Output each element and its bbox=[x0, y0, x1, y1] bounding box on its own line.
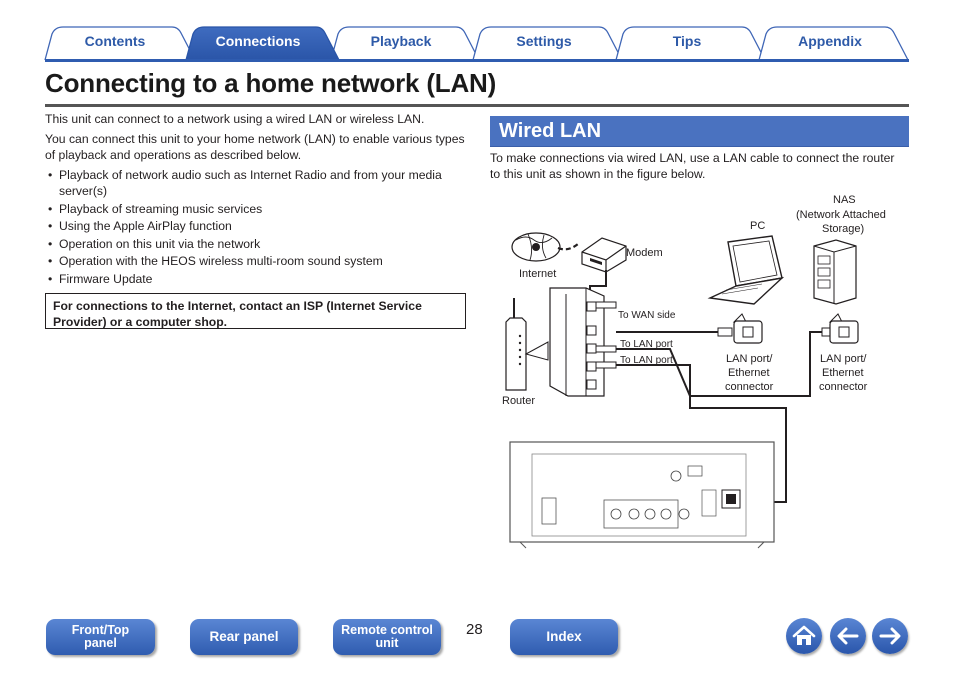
pc-port-label-1: LAN port/ bbox=[726, 353, 773, 365]
front-top-panel-label-line2: panel bbox=[84, 636, 117, 650]
forward-button[interactable] bbox=[872, 618, 908, 654]
nas-icon bbox=[813, 239, 857, 305]
isp-notice-box: For connections to the Internet, contact… bbox=[45, 293, 466, 329]
modem-icon bbox=[581, 237, 627, 273]
list-item: Operation with the HEOS wireless multi-r… bbox=[45, 253, 465, 269]
list-item: Playback of streaming music services bbox=[45, 201, 465, 217]
to-lan-label-1: To LAN port bbox=[620, 339, 673, 350]
nas-port-label-3: connector bbox=[819, 381, 868, 393]
nas-lan-port-icon bbox=[828, 313, 859, 344]
to-wan-label: To WAN side bbox=[618, 310, 676, 321]
tab-appendix-label: Appendix bbox=[798, 33, 862, 49]
index-label: Index bbox=[546, 629, 582, 644]
remote-control-label-line2: unit bbox=[375, 636, 399, 650]
remote-control-label-line1: Remote control bbox=[341, 623, 433, 637]
internet-label: Internet bbox=[519, 268, 556, 280]
remote-control-unit-label: Remote control unit bbox=[341, 624, 433, 650]
front-top-panel-button[interactable]: Front/Top panel bbox=[46, 619, 155, 655]
back-button[interactable] bbox=[830, 618, 866, 654]
list-item: Operation on this unit via the network bbox=[45, 236, 465, 252]
pc-port-label-2: Ethernet bbox=[728, 367, 770, 379]
home-icon bbox=[792, 625, 816, 645]
pc-laptop-icon bbox=[707, 235, 785, 305]
tab-tips-label: Tips bbox=[672, 33, 702, 49]
router-label: Router bbox=[502, 395, 535, 407]
tab-contents-label: Contents bbox=[84, 33, 146, 49]
rear-panel-label: Rear panel bbox=[209, 629, 279, 644]
title-divider bbox=[45, 104, 909, 107]
list-item: Playback of network audio such as Intern… bbox=[45, 167, 465, 199]
nas-label-1: NAS bbox=[833, 194, 856, 206]
intro-paragraph-1: This unit can connect to a network using… bbox=[45, 112, 425, 126]
arrow-right-icon bbox=[879, 627, 901, 645]
feature-list: Playback of network audio such as Intern… bbox=[45, 167, 465, 287]
list-item: Firmware Update bbox=[45, 271, 465, 287]
wired-lan-intro: To make connections via wired LAN, use a… bbox=[490, 151, 895, 181]
pc-lan-port-icon bbox=[732, 313, 763, 344]
remote-control-unit-button[interactable]: Remote control unit bbox=[333, 619, 441, 655]
nas-port-label-2: Ethernet bbox=[822, 367, 864, 379]
intro-paragraph-2: You can connect this unit to your home n… bbox=[45, 132, 465, 162]
nas-label-2: (Network Attached bbox=[796, 209, 886, 221]
top-tab-bar: Contents Connections Playback Settings T… bbox=[0, 0, 954, 64]
section-divider bbox=[490, 146, 909, 147]
wired-lan-diagram: Internet Modem Router To WAN side To LAN… bbox=[502, 194, 886, 549]
tab-connections-label: Connections bbox=[215, 33, 301, 49]
tab-shapes bbox=[44, 26, 909, 62]
section-header: Wired LAN bbox=[490, 116, 909, 146]
tab-settings-label: Settings bbox=[516, 33, 572, 49]
front-top-panel-label: Front/Top panel bbox=[72, 624, 129, 650]
modem-label: Modem bbox=[626, 247, 663, 259]
index-button[interactable]: Index bbox=[510, 619, 618, 655]
tab-playback-label: Playback bbox=[370, 33, 432, 49]
receiver-rear-panel-illustration bbox=[509, 441, 775, 549]
arrow-left-icon bbox=[837, 627, 859, 645]
page-number: 28 bbox=[466, 621, 483, 638]
page-title: Connecting to a home network (LAN) bbox=[45, 68, 497, 98]
front-top-panel-label-line1: Front/Top bbox=[71, 623, 130, 637]
nas-port-label-1: LAN port/ bbox=[820, 353, 867, 365]
section-title: Wired LAN bbox=[499, 120, 602, 142]
to-lan-label-2: To LAN port bbox=[620, 355, 673, 366]
nas-label-3: Storage) bbox=[822, 223, 864, 235]
pc-port-label-3: connector bbox=[725, 381, 774, 393]
home-button[interactable] bbox=[786, 618, 822, 654]
router-icon bbox=[505, 287, 605, 397]
rear-panel-button[interactable]: Rear panel bbox=[190, 619, 298, 655]
internet-globe-icon bbox=[511, 232, 561, 262]
intro-text: This unit can connect to a network using… bbox=[45, 111, 465, 288]
list-item: Using the Apple AirPlay function bbox=[45, 218, 465, 234]
pc-label: PC bbox=[750, 220, 765, 232]
